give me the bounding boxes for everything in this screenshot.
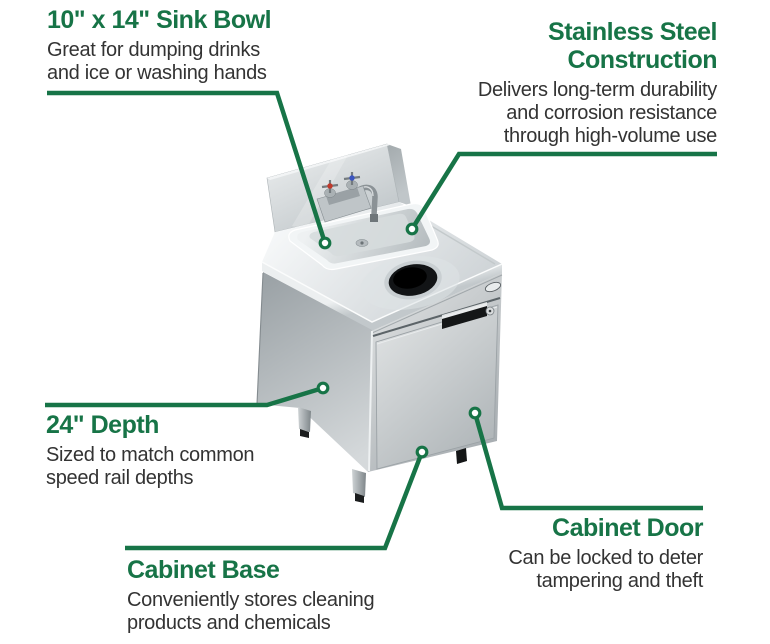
callout-cabinet-base: Cabinet Base Conveniently stores cleanin… [127,556,375,635]
sink-bowl-floor [309,213,415,257]
title-line: Stainless Steel [548,18,717,46]
door-handle-lip [442,302,487,320]
door-lock-keyhole [488,309,492,313]
callout-dot-sink-bowl [318,236,332,250]
desc-line: and ice or washing hands [47,62,267,84]
title-line: Construction [567,46,717,74]
door-handle [442,306,487,329]
dump-hole-inner-shadow [393,267,427,289]
desc-line: Delivers long-term durability [477,79,717,101]
title-line: Cabinet Door [552,514,703,542]
faucet-spout-tip [370,214,378,222]
callout-stainless-steel: Stainless Steel Construction Delivers lo… [478,18,718,148]
faucet-body [326,187,360,205]
backsplash-sheen [292,148,352,229]
countertop-front-highlight [261,261,503,323]
callout-description: Conveniently stores cleaning products an… [127,589,375,635]
callout-line-sink-bowl [47,90,328,244]
desc-line: Great for dumping drinks [47,39,260,61]
left-panel-back-edge [256,272,264,405]
brand-badge [484,281,502,293]
callout-depth: 24" Depth Sized to match common speed ra… [46,411,255,490]
faucet [316,172,378,223]
callout-cabinet-door: Cabinet Door Can be locked to deter tamp… [508,514,703,593]
counter-underside-shadow [371,274,503,334]
callout-dots [316,222,482,459]
title-line: 24" Depth [46,411,159,439]
cabinet-left-panel [257,272,372,472]
foot-front-left [355,493,364,503]
desc-line: speed rail depths [46,467,194,489]
callout-description: Delivers long-term durability and corros… [478,79,717,148]
callout-title: Cabinet Door [508,514,703,542]
backsplash-top-edge [267,144,390,180]
sink-drain-hole [360,241,364,245]
hot-indicator [327,183,333,189]
foot-back-left [300,429,309,438]
door-seam [372,297,501,337]
callout-title: 10" x 14" Sink Bowl [47,6,272,34]
callout-dot-stainless-steel [405,222,419,236]
desc-line: through high-volume use [503,125,718,147]
sink-cabinet-illustration [256,143,503,503]
desc-line: products and chemicals [127,612,331,634]
cold-indicator [349,175,355,181]
callout-dot-cabinet-base [415,445,429,459]
foot-front-right [456,448,467,464]
callout-title: 24" Depth [46,411,254,439]
title-line: 10" x 14" Sink Bowl [47,6,272,34]
front-left-corner-highlight [368,330,373,472]
callout-line-stainless-steel [410,151,717,231]
callout-title: Stainless Steel Construction [478,18,717,74]
desc-line: Can be locked to deter [508,547,703,569]
callout-title: Cabinet Base [127,556,374,584]
callout-line-cabinet-door [472,412,703,511]
callout-description: Can be locked to deter tampering and the… [508,547,703,593]
leg-front-left [352,469,366,497]
callout-lines [45,90,717,551]
countertop-edge-band [262,262,502,331]
desc-line: tampering and theft [536,570,703,592]
callout-line-cabinet-base [125,451,425,551]
leg-back-left [298,407,311,432]
desc-line: Sized to match common [46,444,255,466]
callout-dot-depth [316,381,330,395]
desc-line: Conveniently stores cleaning [127,589,375,611]
callout-dot-cabinet-door [468,406,482,420]
callout-sink-bowl: 10" x 14" Sink Bowl Great for dumping dr… [47,6,272,85]
backsplash-side-edge [387,144,411,206]
callout-description: Great for dumping drinks and ice or wash… [47,39,271,85]
desc-line: and corrosion resistance [506,102,717,124]
title-line: Cabinet Base [127,556,280,584]
callout-description: Sized to match common speed rail depths [46,444,255,490]
callout-line-depth [45,385,324,408]
